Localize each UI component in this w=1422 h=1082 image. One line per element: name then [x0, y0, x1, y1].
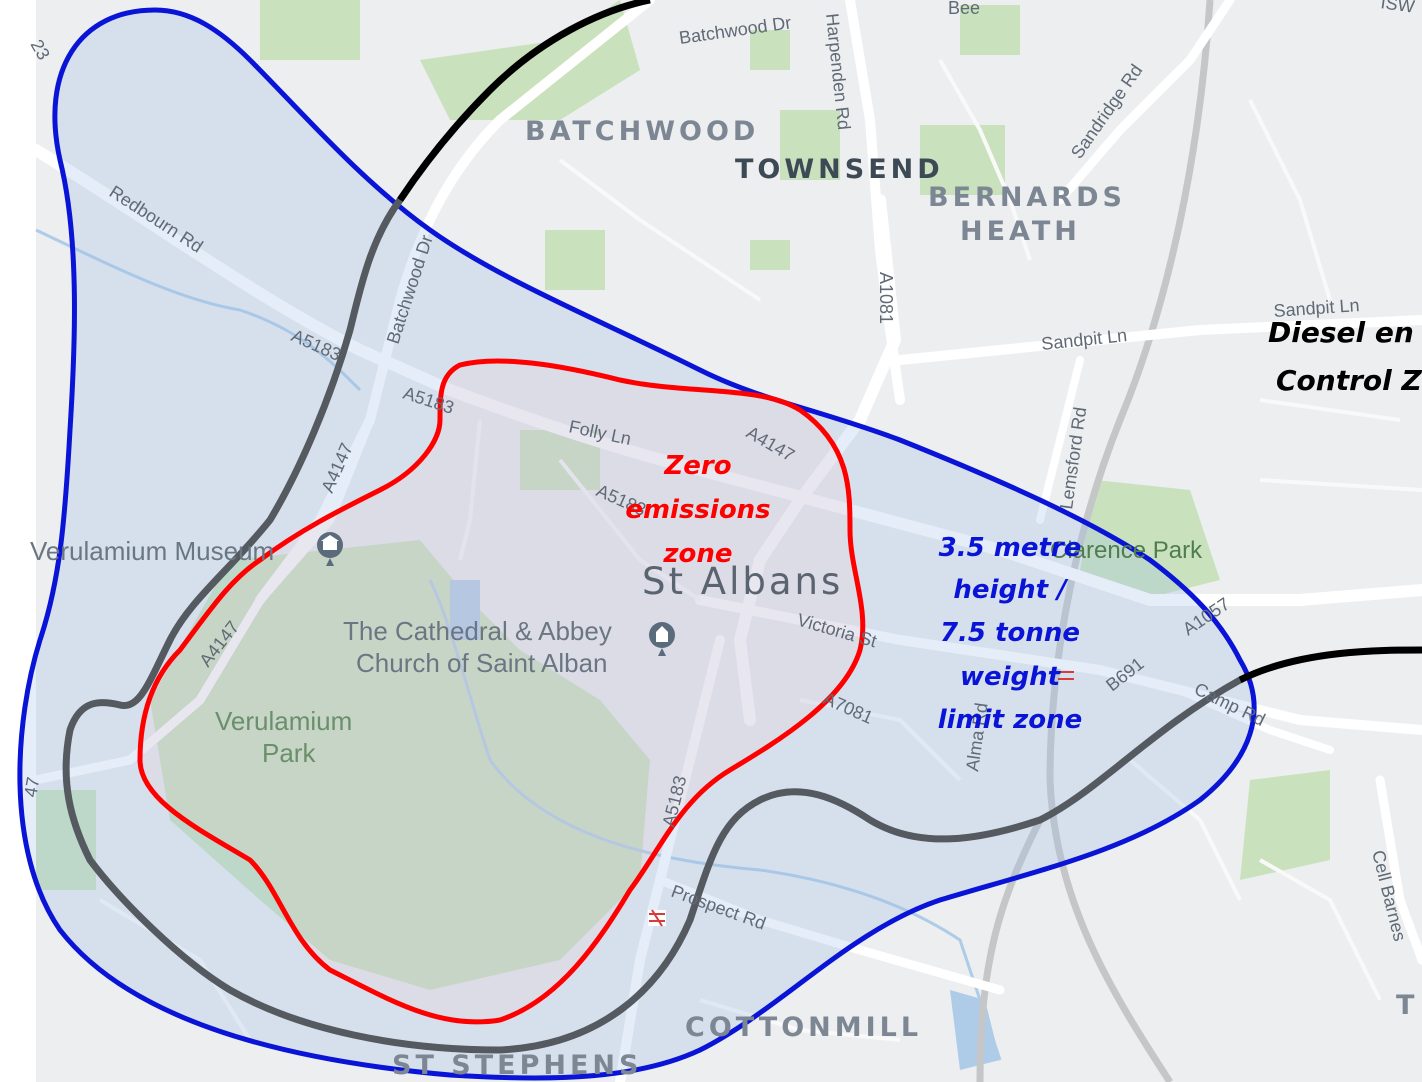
park-patch-sw — [36, 790, 96, 890]
minor-road-7 — [558, 458, 702, 602]
water-features — [35, 228, 1002, 1061]
zero-label-line-2: emissions — [625, 495, 770, 525]
minor-road-6 — [458, 419, 482, 561]
park-patch-top-2 — [420, 0, 640, 120]
minor-road-8 — [799, 698, 962, 782]
district-bernards-2: HEATH — [960, 216, 1081, 247]
height-label-line-1: 3.5 metre — [939, 533, 1082, 563]
river-ver — [428, 579, 1002, 1061]
train-station-icon[interactable] — [648, 909, 666, 927]
diesel-control-line-north[interactable] — [397, 0, 651, 202]
road-network — [30, 0, 1422, 1082]
minor-road-10 — [699, 998, 901, 1042]
city-label: St Albans — [642, 560, 843, 603]
road-a1081 — [733, 194, 902, 726]
zero-emissions-label: Zero emissions zone — [625, 451, 770, 569]
district-cottonmill: COTTONMILL — [685, 1012, 922, 1043]
road-a4147-west — [31, 415, 375, 785]
road-camp — [1176, 686, 1334, 754]
minor-road-4 — [1259, 398, 1401, 422]
clarence-park-area — [1080, 480, 1220, 600]
railway-branch — [976, 818, 1044, 1082]
road-a5183-south — [615, 635, 725, 1082]
zero-label-line-1: Zero — [663, 451, 731, 481]
road-prospect — [655, 875, 1005, 995]
minor-road-2 — [938, 59, 1032, 261]
district-st-stephens: ST STEPHENS — [392, 1050, 642, 1081]
zero-label-line-3: zone — [662, 539, 732, 569]
diesel-label-line-2: Control Z — [1276, 364, 1422, 397]
park-areas — [36, 0, 1330, 990]
museum-label: Verulamium Museum — [30, 536, 274, 566]
park-patch-mid-2 — [750, 240, 790, 270]
diesel-label-line-1: Diesel en — [1268, 316, 1414, 349]
zero-emissions-zone[interactable] — [137, 358, 866, 1025]
road-lemsford — [1036, 356, 1084, 524]
museum-icon[interactable] — [317, 532, 343, 566]
height-label-line-3: 7.5 tonne — [940, 618, 1080, 648]
road-label-bee: Bee — [948, 0, 980, 18]
height-weight-limit-zone[interactable] — [17, 7, 1257, 1081]
height-label-line-2: height / — [953, 575, 1069, 605]
park-label-1: Verulamium — [215, 706, 352, 736]
minor-road-11 — [98, 898, 252, 1042]
height-weight-label: 3.5 metre height / 7.5 tonne weight limi… — [938, 533, 1082, 735]
district-townsend: TOWNSEND — [735, 154, 944, 185]
district-bernards-1: BERNARDS — [928, 182, 1126, 213]
white-margin — [0, 0, 36, 1082]
minor-road-1 — [558, 158, 762, 302]
diesel-control-line-east[interactable] — [1238, 646, 1422, 684]
park-patch-top-1 — [260, 0, 360, 60]
road-cell-barnes — [1375, 775, 1422, 965]
inner-ring-road[interactable] — [62, 197, 1242, 1054]
road-sandpit — [895, 315, 1422, 365]
road-batchwood — [255, 0, 655, 605]
park-patch-townsend — [780, 110, 840, 180]
lake — [450, 580, 480, 640]
park-patch-mid-1 — [545, 230, 605, 290]
park-label-2: Park — [262, 738, 316, 768]
road-label-edge-top-right: ISW — [1379, 0, 1415, 17]
park-patch-top-3 — [750, 30, 790, 70]
height-label-line-5: limit zone — [938, 705, 1082, 735]
road-label-edge-47: 47 — [20, 775, 43, 798]
park-patch-top-4 — [960, 5, 1020, 55]
stream-west — [35, 228, 362, 392]
cathedral-icon[interactable] — [649, 622, 675, 656]
minor-road-9 — [1259, 858, 1382, 1001]
diesel-control-label: Diesel en Control Z — [1268, 316, 1422, 397]
clarence-park-label: Clarence Park — [1050, 537, 1203, 564]
verulamium-park-area — [150, 540, 650, 990]
road-redbourn — [30, 144, 1422, 606]
road-label-a1081-top: A1081 — [876, 272, 896, 324]
train-station-icon-2[interactable] — [1058, 671, 1074, 680]
minor-road-12 — [1128, 758, 1242, 901]
minor-roads — [98, 59, 1422, 1042]
park-patch-right — [1240, 770, 1330, 880]
minor-road-5 — [1259, 478, 1422, 492]
height-label-line-4: weight — [960, 662, 1062, 692]
cathedral-label-2: Church of Saint Alban — [356, 648, 608, 678]
minor-road-3 — [1248, 99, 1332, 301]
road-sandridge — [1055, 0, 1235, 205]
road-victoria — [695, 595, 1422, 735]
cathedral-label-1: The Cathedral & Abbey — [343, 616, 612, 646]
pond-south — [950, 990, 1000, 1070]
district-batchwood: BATCHWOOD — [525, 116, 759, 147]
district-t-partial: T — [1396, 990, 1418, 1021]
